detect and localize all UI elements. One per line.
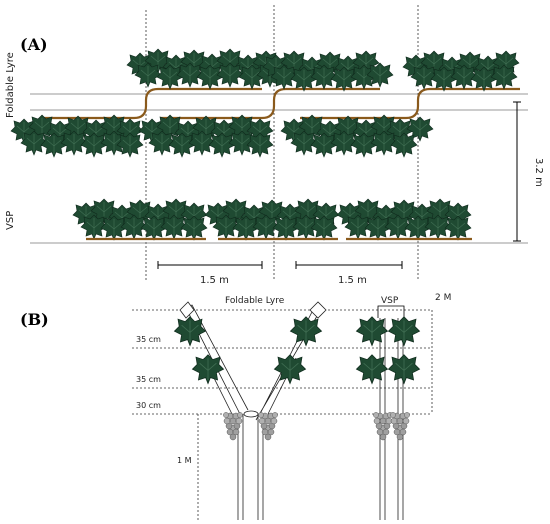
lyre-cordons bbox=[40, 87, 520, 120]
spacing-left-label: 1.5 m bbox=[200, 275, 229, 286]
vsp-side-label: VSP bbox=[5, 211, 16, 230]
vsp-canopy bbox=[72, 198, 472, 241]
level-3-label: 30 cm bbox=[136, 401, 161, 410]
vsp-title: VSP bbox=[381, 296, 399, 306]
total-height-label: 2 M bbox=[435, 293, 451, 303]
trunk-height-label: 1 M bbox=[177, 456, 192, 465]
panel-b-label: (B) bbox=[20, 310, 49, 329]
height-label: 3.2 m bbox=[533, 158, 544, 187]
lyre-title: Foldable Lyre bbox=[225, 296, 285, 306]
vsp-bracket bbox=[377, 305, 405, 318]
panel-a-label: (A) bbox=[20, 35, 48, 54]
spacing-right-label: 1.5 m bbox=[338, 275, 367, 286]
level-2-label: 35 cm bbox=[136, 375, 161, 384]
level-1-label: 35 cm bbox=[136, 335, 161, 344]
lyre-upper-canopy bbox=[126, 48, 520, 92]
foldable-lyre-side-label: Foldable Lyre bbox=[5, 52, 16, 118]
spacing-dimensions bbox=[157, 261, 403, 269]
height-dimension bbox=[513, 101, 521, 242]
wire-lines bbox=[30, 93, 528, 244]
lyre-lower-canopy bbox=[10, 114, 434, 158]
